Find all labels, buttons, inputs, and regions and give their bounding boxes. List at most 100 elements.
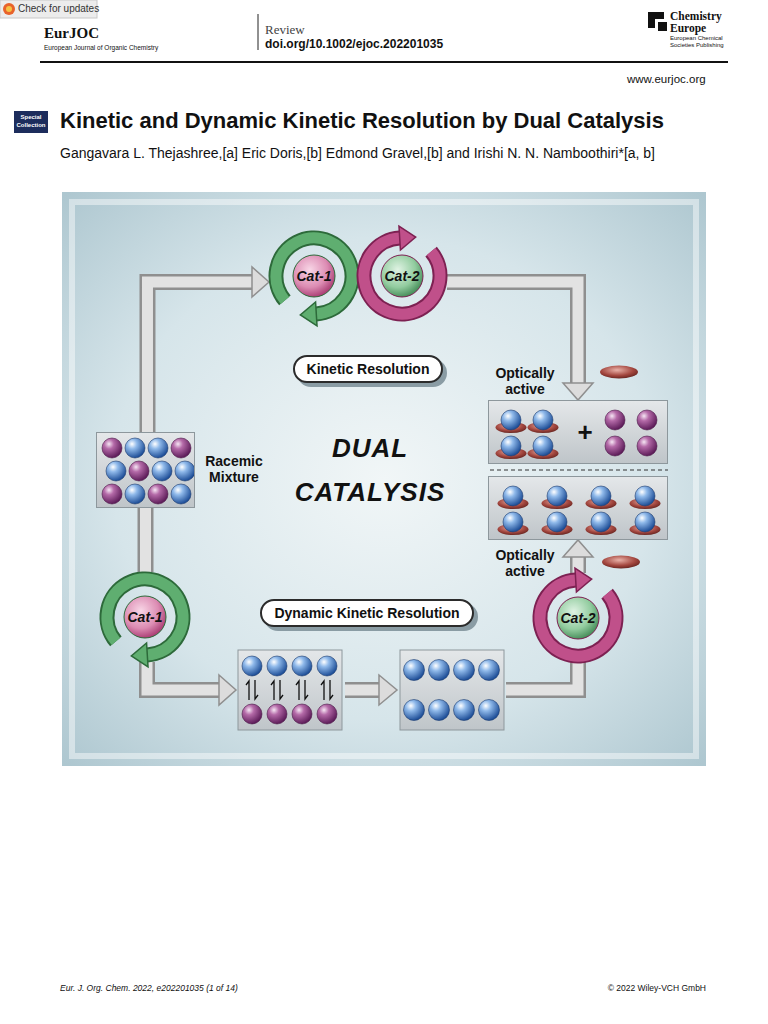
catalyst-cycle: Cat-2 [354, 228, 450, 324]
catalyst-name: Cat-2 [560, 610, 595, 626]
blue-enantiomer [635, 512, 655, 532]
ring-head [399, 226, 416, 250]
author-list: Gangavara L. Thejashree,[a] Eric Doris,[… [60, 145, 740, 161]
mixture-caption: Optically active [489, 365, 561, 397]
graphic-heading: DUAL CATALYSIS [272, 426, 468, 514]
process-label: Dynamic Kinetic Resolution [260, 599, 473, 627]
blue-enantiomer [404, 660, 425, 681]
pipe-outline [147, 282, 253, 432]
blue-enantiomer [533, 410, 553, 430]
equilibrium-arrow [280, 680, 283, 699]
purple-enantiomer [317, 704, 337, 724]
purple-enantiomer [102, 484, 122, 504]
catalyst-text-holder: Cat-2 [530, 570, 626, 666]
equilibrium-arrow [296, 681, 299, 700]
pipe-outline [138, 508, 154, 572]
mixture-balls [489, 477, 667, 539]
ring-head [131, 643, 148, 667]
catalyst-core [381, 255, 423, 297]
pipe-body [140, 508, 151, 572]
blue-enantiomer [454, 660, 475, 681]
blue-enantiomer [125, 438, 145, 458]
process-pipe [563, 540, 593, 573]
blue-enantiomer [547, 512, 567, 532]
catalyst-text-holder: Cat-1 [97, 569, 193, 665]
blue-enantiomer [501, 410, 521, 430]
pipe-body [147, 662, 220, 690]
journal-url: www.eurjoc.org [627, 73, 706, 85]
panel-bevel [72, 202, 696, 756]
blue-enantiomer [106, 461, 126, 481]
collection-badge [14, 111, 48, 133]
mixture-caption: Optically active [489, 547, 561, 579]
catalyst-cycle: Cat-1 [97, 569, 193, 665]
catalyst-core [557, 597, 599, 639]
pipe-body [147, 282, 253, 432]
process-pipe [447, 282, 593, 400]
process-pipe [345, 675, 397, 705]
pipe-body [506, 660, 578, 690]
pipe-head [379, 675, 397, 705]
mixture-box: Optically active [488, 476, 668, 540]
catalyst-text-holder: Cat-1 [266, 228, 362, 324]
paper-title: Kinetic and Dynamic Kinetic Resolution b… [60, 108, 740, 134]
blue-enantiomer [454, 700, 475, 721]
blue-enantiomer [429, 660, 450, 681]
copyright: © 2022 Wiley-VCH GmbH [560, 983, 706, 993]
ring-head [575, 568, 592, 592]
plus-sign: + [570, 417, 600, 448]
collection-badge-text: Special Collection [14, 114, 48, 129]
mixture-balls [97, 433, 194, 507]
blue-enantiomer [125, 484, 145, 504]
process-pipe [145, 508, 146, 572]
pipe-body [345, 685, 380, 696]
purple-enantiomer [267, 704, 287, 724]
catalyst-text-holder: Cat-2 [354, 228, 450, 324]
purple-enantiomer [605, 436, 625, 456]
update-icon [6, 6, 12, 12]
mixture-box: Racemic Mixture [96, 432, 195, 508]
catalyst-disc [602, 556, 640, 569]
pipe-outline [147, 662, 220, 690]
blue-enantiomer [175, 461, 194, 481]
pipe-head [563, 383, 593, 400]
blue-enantiomer [591, 486, 611, 506]
blue-enantiomer [533, 436, 553, 456]
catalyst-cycle: Cat-2 [530, 570, 626, 666]
blue-enantiomer [317, 656, 337, 676]
process-pipe [506, 660, 578, 690]
process-name: Kinetic Resolution [307, 361, 430, 377]
blue-enantiomer [503, 486, 523, 506]
equilibrium-arrow [305, 680, 308, 699]
catalyst-core [293, 255, 335, 297]
publisher-subtitle: European Chemical Societies Publishing [670, 35, 734, 49]
blue-enantiomer [292, 656, 312, 676]
pipe-outline [506, 660, 578, 690]
purple-enantiomer [171, 438, 191, 458]
catalyst-name: Cat-1 [127, 609, 162, 625]
process-name: Dynamic Kinetic Resolution [274, 605, 459, 621]
enantiomer-box [400, 650, 504, 730]
process-label: Kinetic Resolution [293, 355, 444, 383]
publisher-name: Chemistry Europe [670, 10, 732, 34]
blue-enantiomer [591, 512, 611, 532]
equilibrium-arrow [321, 681, 324, 700]
blue-enantiomer [267, 656, 287, 676]
equilibrium-arrow [255, 680, 258, 699]
ring-head [300, 302, 317, 326]
process-pipe [147, 662, 236, 705]
article-type: Review [265, 22, 305, 38]
blue-enantiomer [479, 700, 500, 721]
journal-subtitle: European Journal of Organic Chemistry [44, 44, 158, 51]
header-rule [40, 61, 728, 63]
catalyst-core [124, 596, 166, 638]
blue-enantiomer [547, 486, 567, 506]
equilibrium-arrow [330, 680, 333, 699]
blue-enantiomer [429, 700, 450, 721]
purple-enantiomer [637, 436, 657, 456]
blue-enantiomer [404, 700, 425, 721]
header-divider [258, 14, 259, 50]
publisher-logo [655, 19, 668, 32]
equilibrium-arrow [246, 681, 249, 700]
